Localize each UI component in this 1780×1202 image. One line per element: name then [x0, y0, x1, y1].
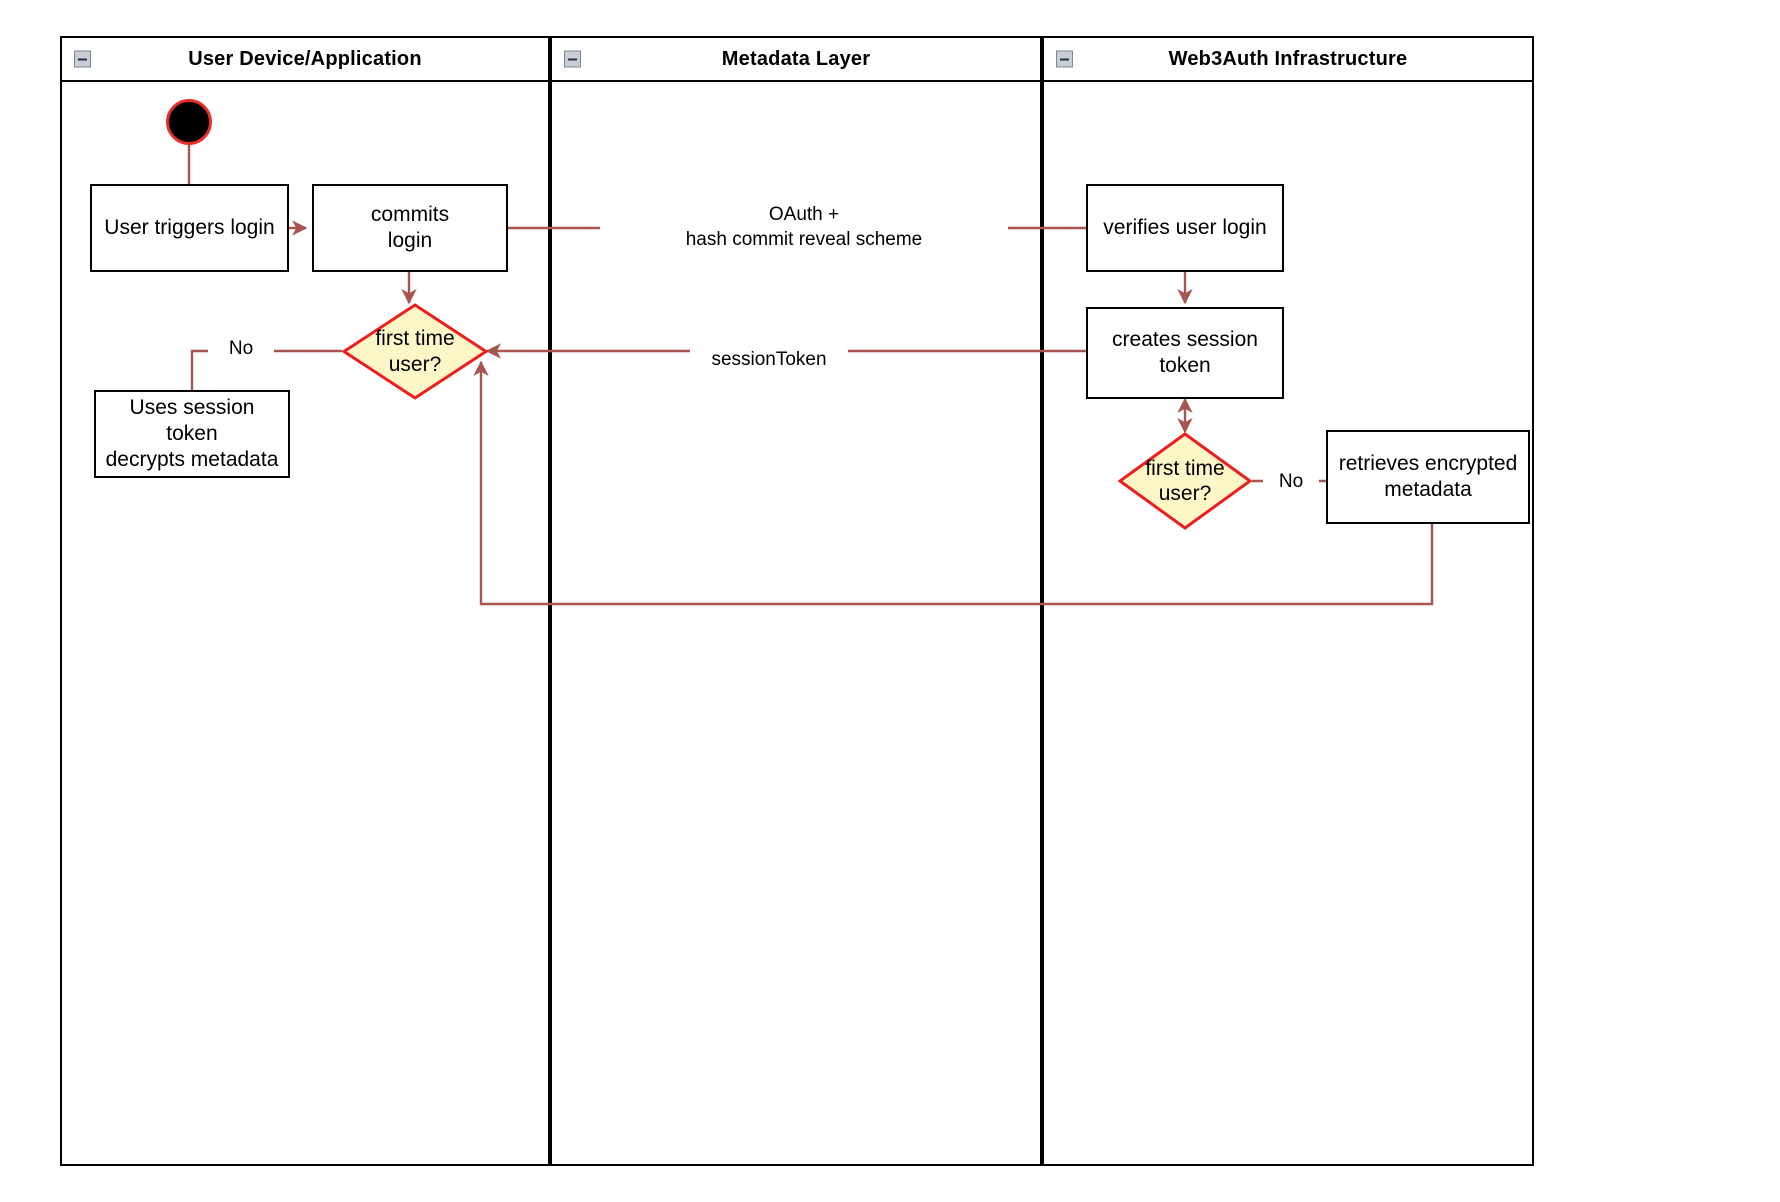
swimlane-title-web3auth: Web3Auth Infrastructure — [1168, 47, 1408, 70]
node-verifies-user-login[interactable]: verifies user login — [1086, 184, 1284, 272]
decision-diamond-shape — [1118, 432, 1252, 530]
node-retrieves-encrypted-metadata[interactable]: retrieves encrypted metadata — [1326, 430, 1530, 524]
collapse-minus-icon[interactable] — [564, 50, 581, 68]
start-node[interactable] — [166, 99, 212, 145]
swimlane-header-metadata-layer[interactable]: Metadata Layer — [550, 36, 1042, 82]
node-first-time-user-client[interactable]: first time user? — [342, 303, 488, 400]
node-uses-session-token[interactable]: Uses session token decrypts metadata — [94, 390, 290, 478]
edge-label-no-server: No — [1263, 470, 1319, 495]
swimlane-header-web3auth[interactable]: Web3Auth Infrastructure — [1042, 36, 1534, 82]
node-creates-session-token[interactable]: creates session token — [1086, 307, 1284, 399]
swimlane-title-user-device: User Device/Application — [188, 47, 422, 70]
swimlane-title-metadata-layer: Metadata Layer — [721, 47, 871, 70]
edge-label-session-token: sessionToken — [690, 348, 848, 373]
swimlane-header-user-device[interactable]: User Device/Application — [60, 36, 550, 82]
node-commits-login[interactable]: commits login — [312, 184, 508, 272]
collapse-minus-icon[interactable] — [74, 50, 91, 68]
decision-diamond-shape — [342, 303, 488, 400]
edge-label-oauth: OAuth + hash commit reveal scheme — [600, 203, 1008, 253]
node-first-time-user-server[interactable]: first time user? — [1118, 432, 1252, 530]
collapse-minus-icon[interactable] — [1056, 50, 1073, 68]
edge-label-no-client: No — [208, 337, 274, 362]
node-user-triggers-login[interactable]: User triggers login — [90, 184, 289, 272]
